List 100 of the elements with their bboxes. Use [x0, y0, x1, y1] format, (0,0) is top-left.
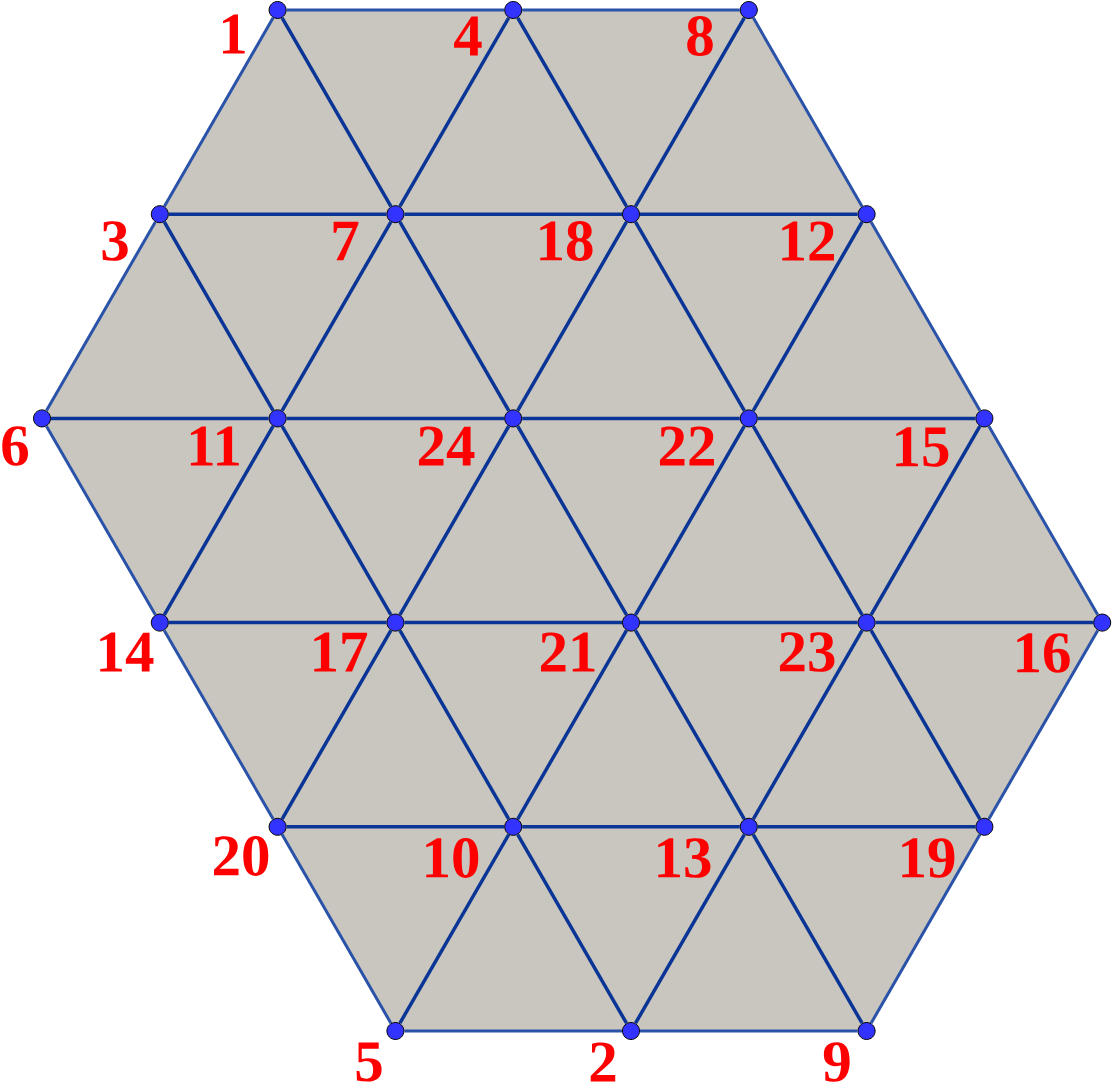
grid-line: [404, 212, 622, 216]
grid-line: [286, 8, 505, 12]
grid-line: [45, 221, 157, 412]
vertex-dot: [504, 1, 523, 19]
vertex-number: 10: [426, 838, 479, 878]
grid-line: [757, 825, 976, 829]
grid-line: [634, 221, 746, 412]
grid-line: [522, 825, 740, 829]
grid-line: [163, 629, 275, 820]
vertex-dot: [739, 1, 758, 19]
grid-line: [634, 425, 746, 616]
grid-line: [404, 620, 622, 625]
grid-line: [640, 1029, 858, 1033]
grid-line: [757, 416, 976, 421]
grid-line: [751, 833, 864, 1025]
vertex-dot: [268, 817, 287, 836]
grid-line: [280, 833, 393, 1024]
grid-line: [634, 833, 746, 1025]
grid-line: [168, 212, 387, 216]
vertex-dot: [857, 613, 876, 632]
vertex-dot: [268, 409, 287, 428]
vertex-number: 5: [356, 1042, 382, 1082]
grid-line: [280, 629, 393, 820]
vertex-dot: [739, 409, 758, 428]
vertex-number: 17: [314, 632, 368, 672]
grid-line: [634, 629, 746, 820]
grid-line: [869, 629, 982, 820]
vertex-number: 24: [419, 426, 475, 466]
vertex-dot: [622, 613, 640, 632]
vertex-dot: [268, 1, 287, 19]
grid-line: [640, 620, 858, 625]
vertex-dot: [150, 205, 169, 224]
grid-line: [869, 425, 982, 616]
vertex-number: 12: [782, 221, 834, 261]
grid-line: [516, 425, 629, 616]
vertex-number: 21: [541, 632, 595, 672]
vertex-number: 16: [1017, 633, 1070, 673]
vertex-dot: [975, 817, 994, 836]
vertex-number: 19: [902, 838, 955, 878]
grid-line: [516, 833, 629, 1025]
grid-line: [280, 425, 393, 616]
grid-line: [398, 833, 511, 1025]
grid-line: [51, 416, 269, 421]
grid-line: [987, 425, 1099, 616]
grid-line: [751, 425, 864, 616]
grid-line: [280, 16, 393, 208]
vertex-number: 2: [590, 1042, 616, 1082]
vertex-number: 23: [780, 632, 835, 672]
grid-line: [398, 16, 511, 208]
vertex-number: 18: [540, 221, 593, 261]
vertex-number: 1: [223, 14, 245, 54]
grid-line: [404, 1029, 622, 1033]
grid-line: [168, 620, 387, 625]
vertex-number: 3: [102, 221, 128, 261]
grid-line: [752, 17, 864, 208]
grid-line: [634, 16, 746, 208]
vertex-number: 22: [660, 426, 714, 466]
grid-line: [987, 629, 1099, 820]
vertex-number: 20: [214, 836, 269, 876]
grid-line: [280, 221, 393, 412]
vertex-number: 8: [687, 16, 713, 56]
vertex-dot: [386, 613, 405, 632]
vertex-dot: [1093, 613, 1112, 632]
vertex-dot: [975, 409, 994, 428]
grid-line: [640, 212, 858, 216]
vertex-dot: [739, 817, 758, 836]
grid-line: [751, 221, 864, 412]
grid-line: [398, 221, 511, 412]
vertex-dot: [386, 1022, 405, 1040]
grid-line: [398, 425, 511, 616]
grid-line: [522, 416, 740, 421]
vertex-number: 14: [100, 632, 154, 672]
vertex-number: 11: [190, 426, 239, 466]
vertex-number: 15: [896, 427, 949, 467]
grid-line: [163, 17, 275, 208]
grid-line: [516, 16, 629, 208]
vertex-dot: [33, 409, 51, 428]
grid-line: [516, 629, 629, 820]
vertex-dot: [504, 409, 523, 428]
vertex-number: 7: [333, 221, 359, 261]
vertex-number: 4: [454, 16, 482, 56]
grid-line: [869, 221, 982, 412]
grid-line: [522, 8, 740, 12]
vertex-dot: [622, 1022, 640, 1040]
vertex-number: 9: [823, 1042, 850, 1082]
vertex-dot: [504, 817, 523, 836]
vertex-dot: [622, 205, 640, 224]
grid-line: [869, 833, 982, 1024]
grid-line: [398, 629, 511, 820]
grid-line: [286, 416, 505, 421]
vertex-dot: [150, 613, 169, 632]
grid-line: [286, 825, 505, 829]
vertex-number: 13: [658, 838, 711, 878]
vertex-dot: [857, 205, 876, 224]
grid-line: [45, 425, 157, 616]
grid-line: [875, 620, 1094, 625]
grid-line: [162, 425, 275, 616]
vertex-number: 6: [2, 426, 28, 466]
vertex-dot: [857, 1022, 876, 1040]
vertex-dot: [386, 205, 405, 224]
